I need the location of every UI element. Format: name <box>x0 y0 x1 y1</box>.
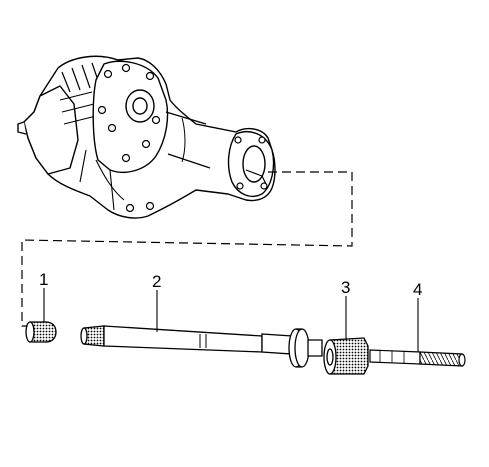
callout-leaders <box>43 288 419 352</box>
part-4-threaded-rod <box>369 349 466 367</box>
part-1-bushing <box>25 321 57 343</box>
alignment-dashed-line <box>21 171 353 327</box>
callout-label-3: 3 <box>341 278 350 297</box>
part-3-sleeve <box>323 337 369 375</box>
callout-label-1: 1 <box>39 270 48 289</box>
callout-label-2: 2 <box>152 272 161 291</box>
differential-housing <box>17 55 276 219</box>
part-2-shaft <box>80 325 323 368</box>
callout-label-4: 4 <box>413 280 422 299</box>
